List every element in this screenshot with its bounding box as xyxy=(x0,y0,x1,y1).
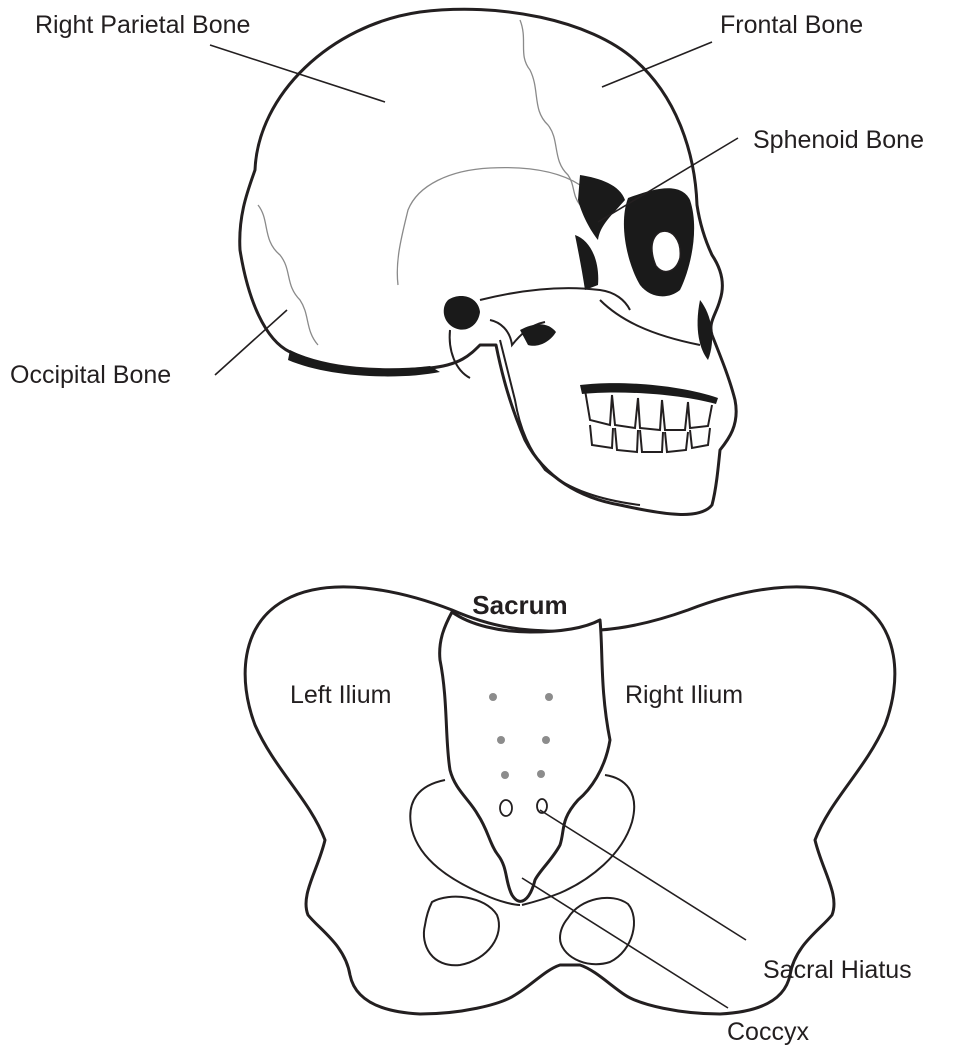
foramen-oval-left xyxy=(500,800,512,816)
label-frontal-bone: Frontal Bone xyxy=(720,11,863,39)
label-coccyx: Coccyx xyxy=(727,1018,809,1045)
foramen-dot xyxy=(537,770,545,778)
label-occipital-bone: Occipital Bone xyxy=(10,361,171,389)
label-right-ilium: Right Ilium xyxy=(625,681,743,709)
orbit-inner xyxy=(652,231,680,271)
label-right-parietal-bone: Right Parietal Bone xyxy=(35,11,250,39)
label-sphenoid-bone: Sphenoid Bone xyxy=(753,126,924,154)
foramen-dot xyxy=(489,693,497,701)
skull-drawing xyxy=(240,9,736,514)
label-sacral-hiatus: Sacral Hiatus xyxy=(763,956,912,984)
foramen-dot xyxy=(497,736,505,744)
foramen-dot xyxy=(545,693,553,701)
label-left-ilium: Left Ilium xyxy=(290,681,391,709)
foramen-dot xyxy=(542,736,550,744)
foramen-dot xyxy=(501,771,509,779)
pelvis-drawing xyxy=(245,587,895,1014)
label-sacrum: Sacrum xyxy=(472,590,567,620)
